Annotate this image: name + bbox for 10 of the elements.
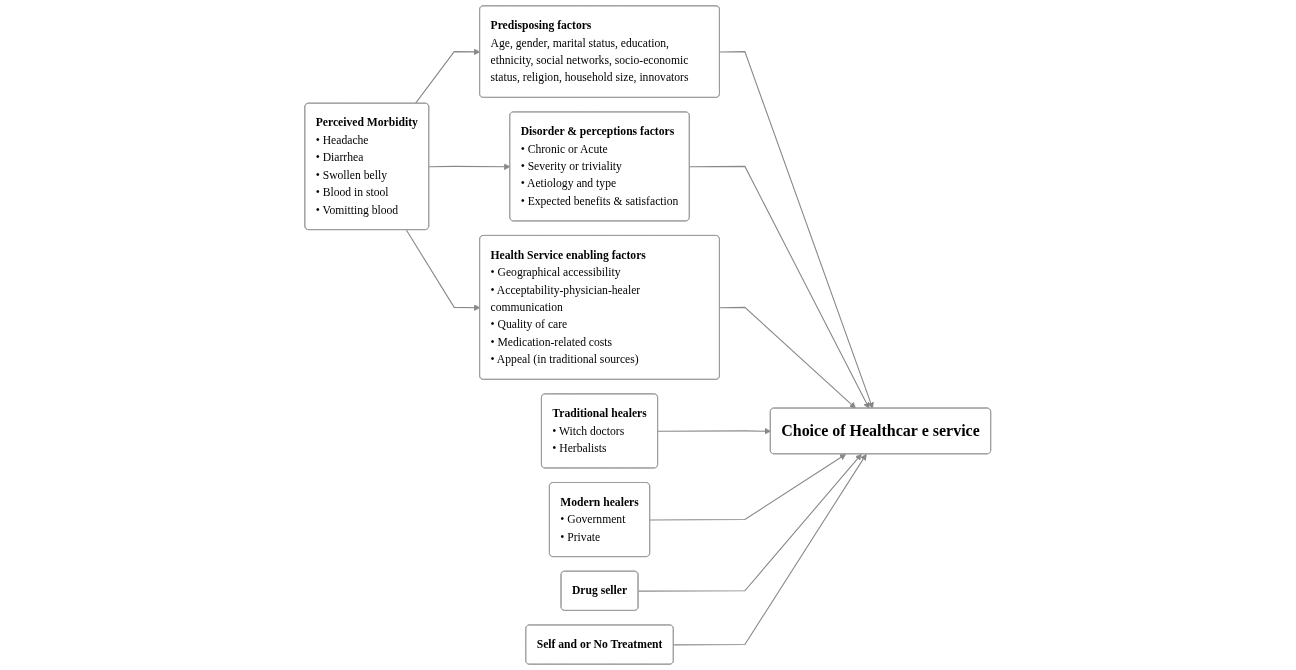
arrow xyxy=(657,428,772,435)
arrow xyxy=(406,229,481,311)
arrow xyxy=(719,306,857,409)
arrow xyxy=(719,51,874,409)
arrow xyxy=(689,165,870,409)
arrow xyxy=(649,453,847,521)
arrow xyxy=(428,163,511,170)
arrow xyxy=(638,453,862,592)
arrow xyxy=(673,453,867,646)
arrow xyxy=(415,48,481,105)
